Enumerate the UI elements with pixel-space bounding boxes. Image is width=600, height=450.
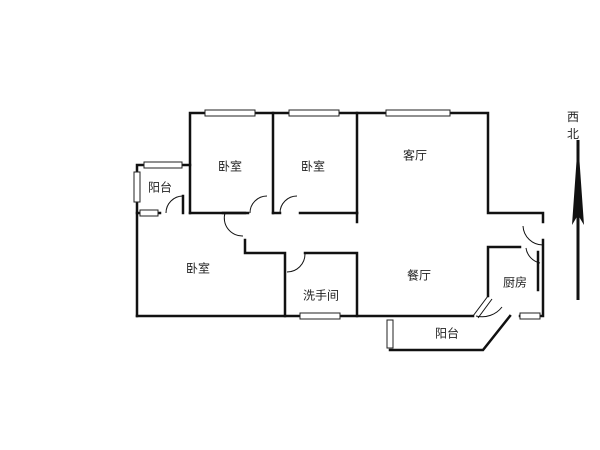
door-swings bbox=[165, 195, 544, 318]
room-label-kitchen: 厨房 bbox=[502, 275, 528, 290]
north-arrow-icon bbox=[572, 140, 584, 300]
room-label-bedroom-2: 卧室 bbox=[300, 159, 326, 174]
windows bbox=[133, 109, 541, 349]
compass-label: 西北 bbox=[567, 110, 580, 141]
room-label-balcony-west: 阳台 bbox=[147, 180, 173, 195]
walls bbox=[135, 111, 545, 352]
room-label-living-room: 客厅 bbox=[402, 148, 428, 163]
room-label-balcony-south: 阳台 bbox=[434, 326, 460, 341]
room-label-bedroom-1: 卧室 bbox=[217, 159, 243, 174]
room-label-bedroom-3: 卧室 bbox=[185, 261, 211, 276]
room-label-washroom: 洗手间 bbox=[302, 288, 340, 303]
room-label-dining-room: 餐厅 bbox=[406, 268, 432, 283]
